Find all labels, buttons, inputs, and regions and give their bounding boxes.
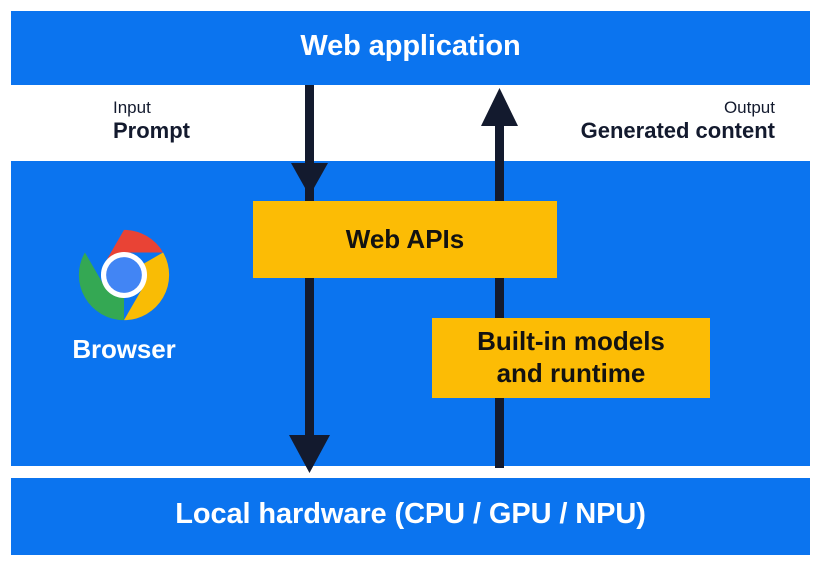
box-web-apis-label: Web APIs bbox=[345, 223, 465, 254]
annotation-output-kicker: Output bbox=[723, 98, 775, 117]
annotation-input-value: Prompt bbox=[113, 118, 190, 144]
annotation-input: Input Prompt bbox=[113, 98, 190, 144]
browser-label: Browser bbox=[72, 334, 176, 364]
band-web-application: Web application bbox=[11, 11, 810, 85]
box-built-in-models: Built-in models and runtime bbox=[432, 318, 710, 398]
box-built-in-models-line1: Built-in models bbox=[477, 326, 665, 357]
box-built-in-models-label: Built-in models and runtime bbox=[477, 326, 665, 389]
band-local-hardware: Local hardware (CPU / GPU / NPU) bbox=[11, 478, 810, 555]
band-web-application-label: Web application bbox=[300, 30, 521, 62]
annotation-input-kicker: Input bbox=[113, 98, 151, 117]
chrome-logo-icon bbox=[78, 229, 170, 321]
annotation-output-value: Generated content bbox=[580, 118, 775, 144]
browser-group: Browser bbox=[54, 228, 194, 365]
annotation-output: Output Generated content bbox=[581, 98, 775, 144]
box-built-in-models-line2: and runtime bbox=[496, 358, 646, 388]
box-web-apis: Web APIs bbox=[253, 201, 557, 278]
band-local-hardware-label: Local hardware (CPU / GPU / NPU) bbox=[175, 498, 646, 530]
